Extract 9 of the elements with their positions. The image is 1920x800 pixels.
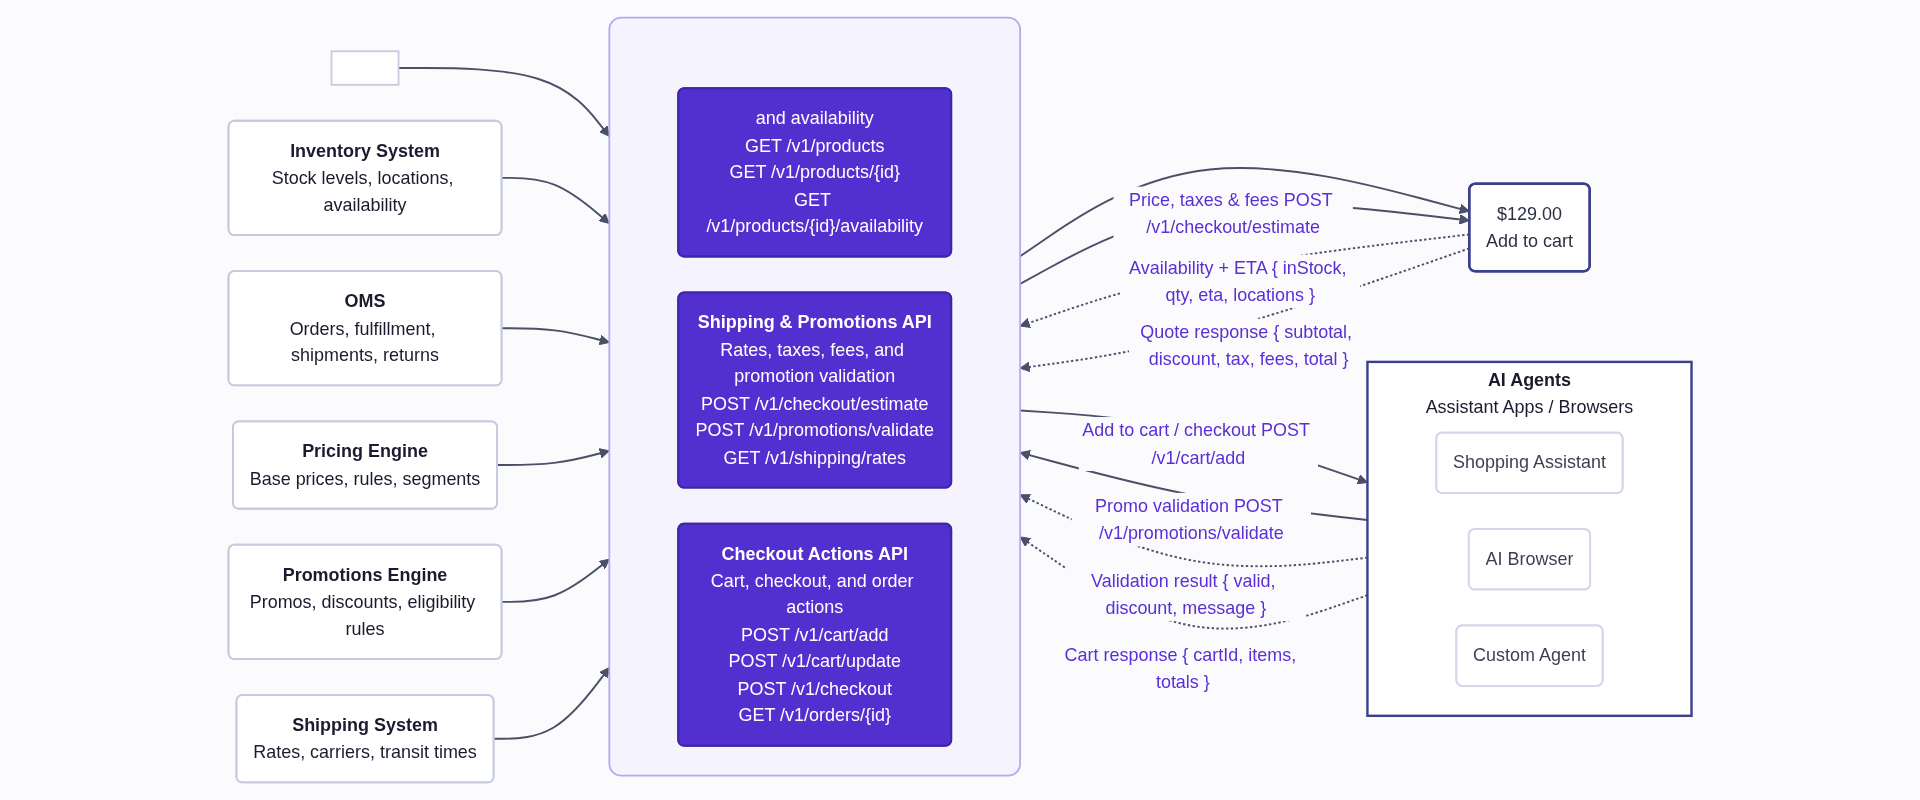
edge-label: Add to cart / checkout POST /v1/cart/add <box>1082 419 1310 467</box>
edge-label: Quote response { subtotal, discount, tax, fees, total } <box>1140 320 1353 369</box>
edge-label: Validation result { valid, discount, message } <box>1091 569 1276 618</box>
edge-label: Cart response { cartId, items, totals } <box>1064 643 1297 692</box>
edge-label: Availability + ETA { inStock, qty, eta, locations } <box>1129 256 1347 305</box>
edge-label: Promo validation POST /v1/promotions/validate <box>1095 495 1284 543</box>
cluster <box>608 16 1021 777</box>
node-box <box>330 50 400 86</box>
edge-label: Price, taxes & fees POST /v1/checkout/estimate <box>1128 188 1333 237</box>
